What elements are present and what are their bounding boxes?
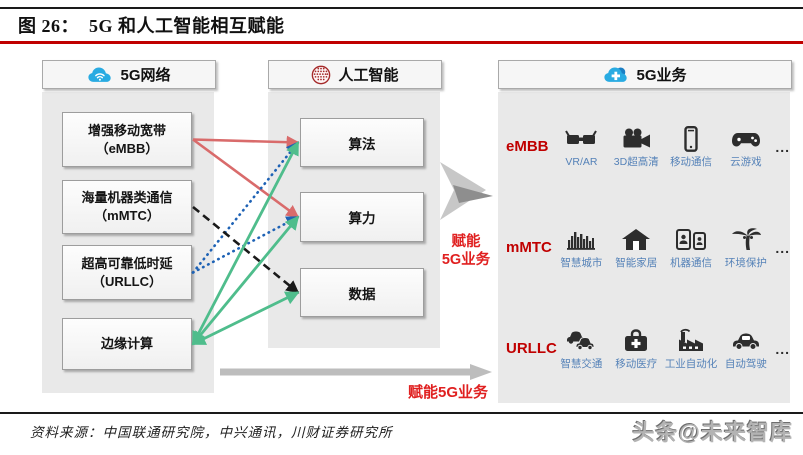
mmtc-row-more: ... xyxy=(775,239,790,256)
service-item: 云游戏 xyxy=(718,124,773,169)
embb-box: 增强移动宽带 （eMBB） xyxy=(62,112,192,167)
uhd-label: 3D超高清 xyxy=(613,156,659,168)
globe-dots-icon xyxy=(311,65,331,85)
service-item: 自动驾驶 xyxy=(718,326,773,371)
bottom-rule xyxy=(0,412,803,414)
machine-comm-icon xyxy=(674,225,708,253)
empower-center-line1: 赋能 xyxy=(451,234,481,250)
service-item: 工业自动化 xyxy=(664,326,719,371)
top-rule xyxy=(0,7,803,9)
traffic-cars-icon xyxy=(564,326,598,354)
smartphone-icon xyxy=(674,124,708,152)
services-panel: eMBB VR/AR 3D超高清 移动通信 云游戏 ... mMTC xyxy=(498,92,790,403)
video-camera-icon xyxy=(619,124,653,152)
mmtc-line2: （mMTC） xyxy=(94,208,160,223)
mmtc-row-label: mMTC xyxy=(506,239,552,256)
service-item: 智能家居 xyxy=(609,225,664,270)
vr-ar-label: VR/AR xyxy=(565,155,598,168)
cloud-wifi-icon xyxy=(87,64,113,85)
urllc-box: 超高可靠低时延 （URLLC） xyxy=(62,245,192,300)
mmtc-box: 海量机器类通信 （mMTC） xyxy=(62,180,192,234)
services-header-label: 5G业务 xyxy=(636,67,687,84)
ai-header-label: 人工智能 xyxy=(338,67,399,84)
environment-label: 环境保护 xyxy=(724,257,767,269)
service-item: 3D超高清 xyxy=(609,124,664,169)
computing-power-box: 算力 xyxy=(300,192,424,242)
smart-traffic-label: 智慧交通 xyxy=(560,358,603,370)
ai-header: 人工智能 xyxy=(268,60,442,89)
data-label: 数据 xyxy=(348,286,376,302)
empower-center-label: 赋能 5G业务 xyxy=(430,233,502,269)
edge-line1: 边缘计算 xyxy=(100,336,153,352)
source-note: 资料来源：中国联通研究院，中兴通讯，川财证券研究所 xyxy=(30,425,393,440)
embb-row-more: ... xyxy=(775,138,790,155)
edge-computing-box: 边缘计算 xyxy=(62,318,192,370)
medical-bag-icon xyxy=(619,326,653,354)
power-label: 算力 xyxy=(348,211,376,226)
figure-title: 图 26： 5G 和人工智能相互赋能 xyxy=(18,16,285,36)
urllc-row-more: ... xyxy=(775,340,790,357)
mmtc-services-row: mMTC 智慧城市 智能家居 机器通信 环境保护 ... xyxy=(498,225,790,270)
game-controller-icon xyxy=(729,124,763,152)
mobile-medical-label: 移动医疗 xyxy=(615,358,658,370)
embb-line2: （eMBB） xyxy=(95,140,159,156)
service-item: 环境保护 xyxy=(718,225,773,270)
service-item: 智慧城市 xyxy=(554,225,609,270)
urllc-line2: （URLLC） xyxy=(91,273,163,289)
urllc-line1: 超高可靠低时延 xyxy=(81,255,173,271)
service-item: 智慧交通 xyxy=(554,326,609,371)
service-item: 移动医疗 xyxy=(609,326,664,371)
watermark: 头条@未来智库 xyxy=(632,420,793,445)
service-item: 移动通信 xyxy=(664,124,719,169)
service-item: 机器通信 xyxy=(664,225,719,270)
smart-home-label: 智能家居 xyxy=(615,257,658,269)
network-panel: 增强移动宽带 （eMBB） 海量机器类通信 （mMTC） 超高可靠低时延 （UR… xyxy=(42,92,214,393)
algorithm-label: 算法 xyxy=(348,136,376,152)
city-skyline-icon xyxy=(564,225,598,253)
empower-bottom-arrow-icon xyxy=(220,364,492,380)
empower-chevron-arrow-icon xyxy=(440,162,493,220)
network-header-label: 5G网络 xyxy=(120,67,171,84)
urllc-row-label: URLLC xyxy=(506,340,557,357)
embb-services-row: eMBB VR/AR 3D超高清 移动通信 云游戏 ... xyxy=(498,124,790,169)
car-icon xyxy=(729,326,763,354)
network-header: 5G网络 xyxy=(42,60,216,89)
empower-center-line2: 5G业务 xyxy=(441,252,491,269)
smart-city-label: 智慧城市 xyxy=(560,257,603,269)
urllc-services-row: URLLC 智慧交通 移动医疗 工业自动化 自动驾驶 ... xyxy=(498,326,790,371)
embb-line1: 增强移动宽带 xyxy=(87,122,166,138)
mmtc-line1: 海量机器类通信 xyxy=(81,190,173,206)
factory-icon xyxy=(674,326,708,354)
house-icon xyxy=(619,225,653,253)
cloud-5g-icon xyxy=(603,64,629,85)
service-item: VR/AR xyxy=(554,126,609,168)
autonomous-driving-label: 自动驾驶 xyxy=(724,358,767,370)
vr-glasses-icon xyxy=(564,126,598,154)
embb-row-label: eMBB xyxy=(506,138,549,155)
services-header: 5G业务 xyxy=(498,60,792,89)
empower-bottom-label: 赋能5G业务 xyxy=(407,384,488,401)
title-underline xyxy=(0,41,803,44)
industrial-automation-label: 工业自动化 xyxy=(664,358,718,370)
mobile-comm-label: 移动通信 xyxy=(670,156,713,168)
machine-comm-label: 机器通信 xyxy=(670,257,713,269)
cloud-gaming-label: 云游戏 xyxy=(730,156,762,168)
data-box: 数据 xyxy=(300,268,424,317)
palm-tree-icon xyxy=(729,225,763,253)
algorithm-box: 算法 xyxy=(300,118,424,167)
ai-panel: 算法 算力 数据 xyxy=(268,92,440,348)
